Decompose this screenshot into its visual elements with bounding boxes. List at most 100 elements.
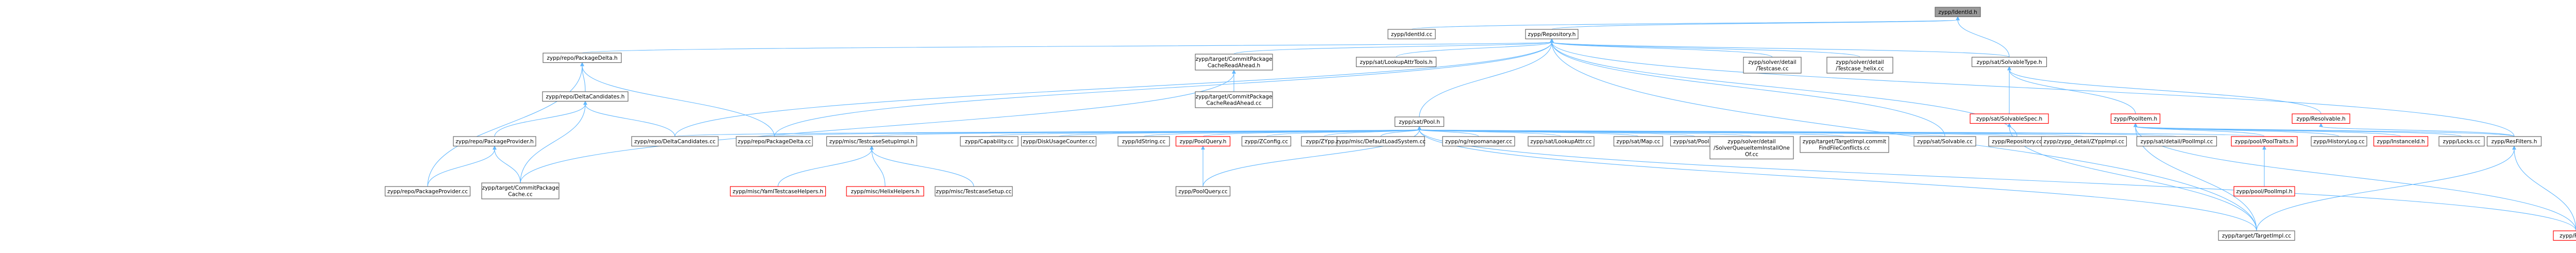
graph-node-pool-query-h[interactable]: zypp/PoolQuery.h [1175, 136, 1231, 147]
graph-node-pool-traits-h[interactable]: zypp/pool/PoolTraits.h [2231, 136, 2298, 147]
graph-node-zypp-impl-cc[interactable]: zypp/zypp_detail/ZYppImpl.cc [2041, 136, 2127, 147]
node-label: zypp/HistoryLog.cc [2313, 139, 2365, 145]
node-label: zypp/solver/detail [1727, 139, 1775, 145]
node-label: zypp/repo/PackageProvider.h [455, 139, 534, 145]
graph-node-repository-cc[interactable]: zypp/Repository.cc [1988, 136, 2046, 147]
dependency-edge [2007, 66, 2136, 114]
dependency-edge [580, 62, 586, 92]
dependency-edge [1550, 38, 1860, 58]
graph-node-sat-pool-h[interactable]: zypp/sat/Pool.h [1394, 116, 1445, 127]
dependency-edge [1550, 38, 1945, 137]
node-label: zypp/target/CommitPackage [482, 185, 559, 191]
graph-node-yast-testcase-helpers-h[interactable]: zypp/misc/YamlTestcaseHelpers.h [730, 186, 826, 197]
graph-node-testcase-setup-impl-h[interactable]: zypp/misc/TestcaseSetupImpl.h [826, 136, 918, 147]
graph-node-target-impl-cc[interactable]: zypp/target/TargetImpl.cc [2218, 230, 2295, 241]
graph-node-capability-cc[interactable]: zypp/Capability.cc [960, 136, 1019, 147]
dependency-edge [774, 126, 1421, 137]
dependency-edge [1550, 38, 2257, 231]
graph-node-pool-query-cc[interactable]: zypp/PoolQuery.cc [1175, 186, 1231, 197]
dependency-edge [2319, 123, 2515, 137]
dependency-edge [674, 38, 1554, 137]
graph-node-res-filters-h[interactable]: zypp/ResFilters.h [2486, 136, 2542, 147]
graph-node-package-provider-h[interactable]: zypp/repo/PackageProvider.h [453, 136, 536, 147]
graph-node-package-provider-cc[interactable]: zypp/repo/PackageProvider.cc [384, 186, 471, 197]
graph-node-commit-pkg-cache-cc[interactable]: zypp/target/CommitPackageCacheReadAhead.… [1195, 91, 1273, 108]
dependency-edge [493, 145, 521, 183]
graph-node-instanceid-h[interactable]: zypp/InstanceId.h [2373, 136, 2429, 147]
node-label: zypp/solver/detail [1836, 59, 1884, 65]
dependency-edge [520, 70, 1236, 183]
graph-node-default-load-system-cc[interactable]: zypp/misc/DefaultLoadSystem.cc [1336, 136, 1426, 147]
node-label: zypp/IdString.cc [1122, 139, 1166, 145]
dependency-edge [870, 145, 886, 187]
graph-node-history-log-cc[interactable]: zypp/HistoryLog.cc [2311, 136, 2367, 147]
node-label: /Testcase.cc [1756, 66, 1788, 72]
graph-node-sat-map-cc[interactable]: zypp/sat/Map.cc [1613, 136, 1664, 147]
node-label: /SolverQueueItemInstallOne [1714, 145, 1790, 151]
dependency-edge [2512, 145, 2576, 231]
graph-edges [427, 16, 2576, 231]
node-label: zypp/ng/repomanager.cc [1445, 139, 1512, 145]
graph-node-zconfig-cc[interactable]: zypp/ZConfig.cc [1241, 136, 1292, 147]
dependency-edge [1550, 38, 2010, 58]
node-label: zypp/repo/PackageDelta.cc [738, 139, 811, 145]
graph-node-pool-impl-h[interactable]: zypp/pool/PoolImpl.h [2233, 186, 2295, 197]
graph-node-solver-detail-testcase-helix-cc[interactable]: zypp/solver/detail/Testcase_helix.cc [1826, 57, 1893, 74]
graph-node-package-delta-cc[interactable]: zypp/repo/PackageDelta.cc [736, 136, 813, 147]
node-label: zypp/target/TargetImpl.commit [1803, 139, 1886, 145]
graph-node-sat-solvable-cc[interactable]: zypp/sat/Solvable.cc [1913, 136, 1976, 147]
graph-node-delta-candidates-cc[interactable]: zypp/repo/DeltaCandidates.cc [631, 136, 719, 147]
graph-node-pool-impl-cc[interactable]: zypp/sat/detail/PoolImpl.cc [2136, 136, 2217, 147]
graph-node-solver-detail-testcase-cc[interactable]: zypp/solver/detail/Testcase.cc [1743, 57, 1802, 74]
graph-node-lookup-attr-tools-h[interactable]: zypp/sat/LookupAttrTools.h [1355, 57, 1437, 68]
graph-node-id-string-cc[interactable]: zypp/IdString.cc [1117, 136, 1170, 147]
node-label: zypp/repo/PackageDelta.h [547, 55, 617, 61]
graph-node-repomanager-cc[interactable]: zypp/ng/repomanager.cc [1442, 136, 1515, 147]
dependency-edge [1417, 126, 2265, 137]
graph-node-delta-candidates-h[interactable]: zypp/repo/DeltaCandidates.h [542, 91, 629, 102]
node-label: zypp/Locks.cc [2443, 139, 2481, 145]
graph-node-resolvable-h[interactable]: zypp/Resolvable.h [2292, 113, 2350, 124]
graph-node-package-delta-h[interactable]: zypp/repo/PackageDelta.h [543, 53, 622, 63]
graph-node-zypp-ident-cc[interactable]: zypp/IdentId.cc [1387, 29, 1436, 40]
node-label: zypp/misc/DefaultLoadSystem.cc [1336, 139, 1426, 145]
dependency-edge [580, 62, 775, 137]
graph-node-zypp-repository-h[interactable]: zypp/Repository.h [1525, 29, 1579, 40]
node-label: zypp/sat/LookupAttrTools.h [1360, 59, 1432, 65]
graph-node-testcase-setup-cc[interactable]: zypp/misc/TestcaseSetup.cc [935, 186, 1013, 197]
node-label: CacheReadAhead.cc [1206, 100, 1262, 107]
graph-node-target-commit-conflicts-cc[interactable]: zypp/target/TargetImpl.commitFindFileCon… [1800, 136, 1889, 153]
node-label: zypp/sat/SolvableType.h [1977, 59, 2042, 65]
node-label: zypp/Filter.h [2560, 233, 2576, 239]
graph-node-helix-helpers-h[interactable]: zypp/misc/HelixHelpers.h [846, 186, 924, 197]
dependency-edge [427, 62, 584, 187]
node-label: zypp/IdentId.cc [1391, 31, 1432, 38]
dependency-edge [2256, 145, 2516, 231]
graph-node-pool-item-h[interactable]: zypp/PoolItem.h [2110, 113, 2161, 124]
graph-node-lookup-attr-cc[interactable]: zypp/sat/LookupAttr.cc [1528, 136, 1595, 147]
node-label: zypp/Repository.h [1528, 31, 1576, 38]
node-label: zypp/solver/detail [1748, 59, 1796, 65]
node-label: /Testcase_helix.cc [1836, 66, 1884, 72]
dependency-edge [582, 38, 1554, 54]
dependency-edge [1417, 126, 2576, 231]
graph-node-sat-solvable-type-h[interactable]: zypp/sat/SolvableType.h [1971, 57, 2047, 68]
dependency-edge [870, 145, 974, 187]
graph-node-disk-usage-counter-cc[interactable]: zypp/DiskUsageCounter.cc [1021, 136, 1097, 147]
graph-node-zypp-cc[interactable]: zypp/ZYpp.cc [1301, 136, 1347, 147]
graph-nodes: zypp/IdentId.h zypp/IdentId.cc zypp/Reposi… [384, 7, 2576, 241]
graph-node-zypp-ident-h[interactable]: zypp/IdentId.h [1935, 7, 1981, 18]
graph-node-locks-cc[interactable]: zypp/Locks.cc [2438, 136, 2485, 147]
node-label: FindFileConflicts.cc [1819, 145, 1870, 151]
node-label: zypp/misc/TestcaseSetup.cc [936, 189, 1012, 195]
graph-node-solver-queue-item-cc[interactable]: zypp/solver/detail/SolverQueueItemInstal… [1709, 136, 1794, 160]
graph-node-commit-pkg-cache-h[interactable]: zypp/target/CommitPackageCacheReadAhead.… [1195, 54, 1273, 71]
node-label: zypp/sat/SolvableSpec.h [1976, 116, 2042, 122]
node-label: zypp/target/CommitPackage [1196, 56, 1273, 62]
graph-node-filter-h[interactable]: zypp/Filter.h [2553, 230, 2576, 241]
dependency-edge [1233, 38, 1554, 55]
node-label: zypp/pool/PoolImpl.h [2236, 189, 2292, 195]
graph-node-sat-pool-cc[interactable]: zypp/sat/Pool.cc [1670, 136, 1720, 147]
graph-node-sat-solvable-spec-h[interactable]: zypp/sat/SolvableSpec.h [1970, 113, 2049, 124]
